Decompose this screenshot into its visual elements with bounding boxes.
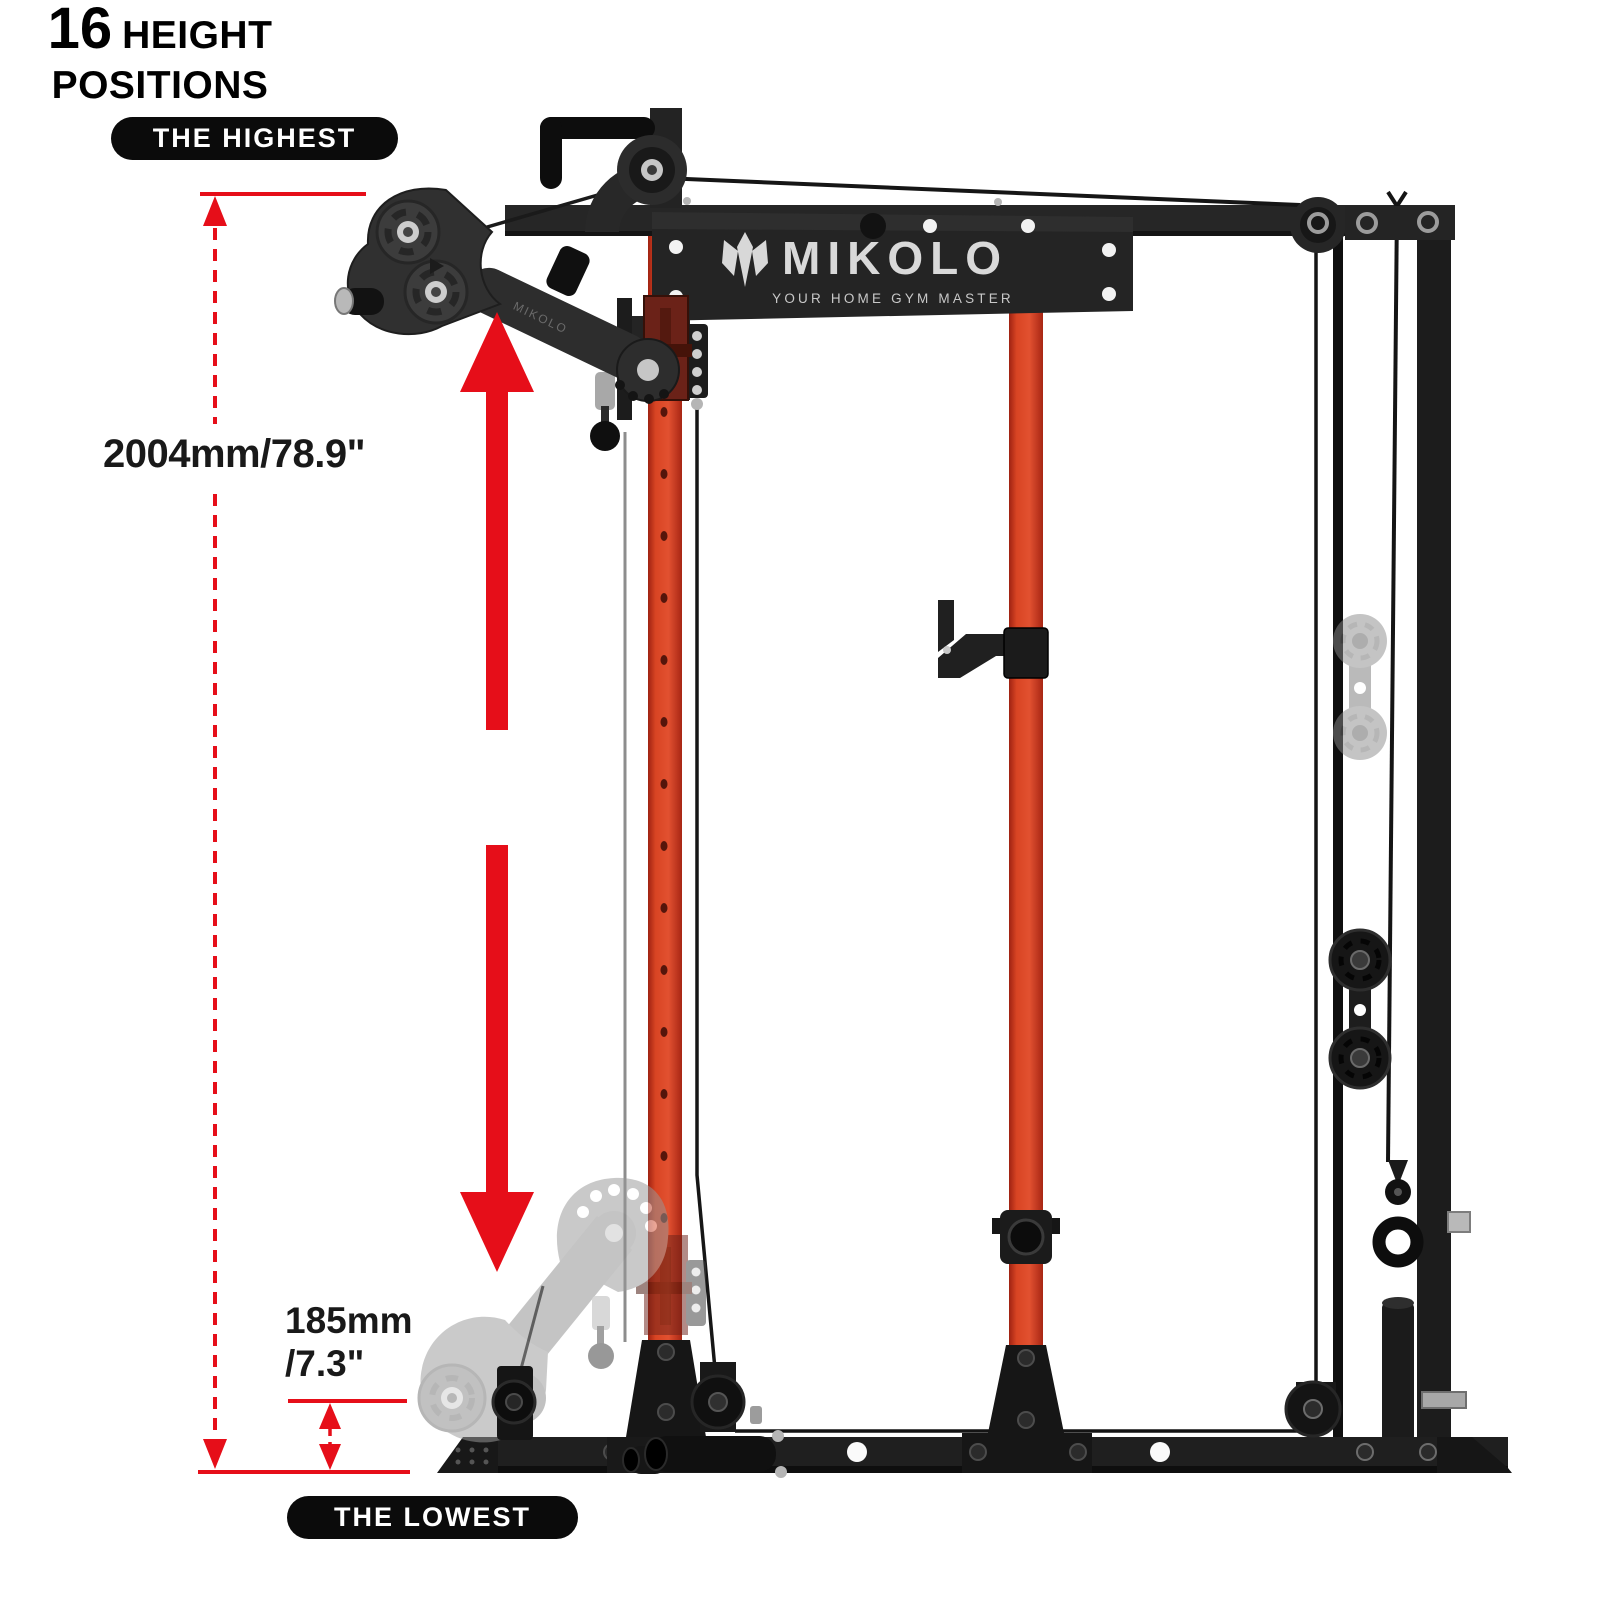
pop-pin [595, 372, 615, 410]
highest-badge: THE HIGHEST [111, 117, 398, 160]
height-positions-label: 16 HEIGHT POSITIONS [0, 0, 320, 105]
min-height-line1: 185mm [285, 1300, 413, 1341]
pull-handle [540, 117, 655, 139]
brand-logo: MIKOLO YOUR HOME GYM MASTER [722, 232, 1014, 306]
big-up-arrow-shaft [486, 388, 508, 730]
cables [469, 176, 1408, 1449]
post-clamp [992, 1210, 1060, 1264]
brand-wordmark: MIKOLO [782, 232, 1008, 284]
right-foot [1437, 1437, 1512, 1473]
j-hook [938, 600, 1049, 679]
min-height-line2: /7.3" [285, 1342, 365, 1384]
left-red-upright [648, 236, 682, 1342]
dimension-annotations [198, 192, 534, 1474]
pulley-carriage [1328, 928, 1392, 1090]
head-pulley-2 [403, 259, 469, 325]
positions-word-positions: POSITIONS [51, 64, 269, 107]
ghost-carriage [1333, 614, 1387, 760]
guide-rod [1333, 236, 1343, 1437]
left-foot [437, 1437, 505, 1473]
handle-ring [1372, 1216, 1424, 1268]
knob [860, 213, 886, 239]
max-height-label: 2004mm/78.9" [103, 432, 366, 476]
left-post-foot [607, 1340, 787, 1478]
bottom-right-pulley [1284, 1380, 1342, 1438]
big-down-arrow-shaft [486, 845, 508, 1193]
lowest-badge: THE LOWEST [287, 1496, 578, 1539]
big-down-arrowhead [460, 1192, 534, 1272]
top-right-pulley [1290, 197, 1455, 253]
big-up-arrowhead [460, 312, 534, 392]
positions-count: 16 [47, 0, 113, 61]
logo-plate: MIKOLO YOUR HOME GYM MASTER [652, 197, 1133, 321]
lat-pulley-swing-arm-high: MIKOLO [334, 187, 708, 451]
top-pulley-station [540, 108, 687, 232]
weight-post [1382, 1302, 1414, 1472]
head-pulley-1 [375, 199, 441, 265]
middle-post-foot [962, 1345, 1092, 1473]
landmine-attachment [622, 1406, 787, 1478]
middle-red-upright [1009, 236, 1043, 1347]
bolt-dot [669, 240, 683, 254]
brand-tagline: YOUR HOME GYM MASTER [772, 291, 1014, 306]
right-post [1333, 236, 1451, 1473]
brand-crown-icon [722, 232, 768, 287]
cable-end-station [1372, 1160, 1471, 1472]
swing-arm-body [465, 267, 649, 380]
base-pulley-mount [491, 1366, 537, 1440]
positions-word-height: HEIGHT [122, 14, 273, 57]
min-height-label: 185mm /7.3" [285, 1300, 413, 1386]
